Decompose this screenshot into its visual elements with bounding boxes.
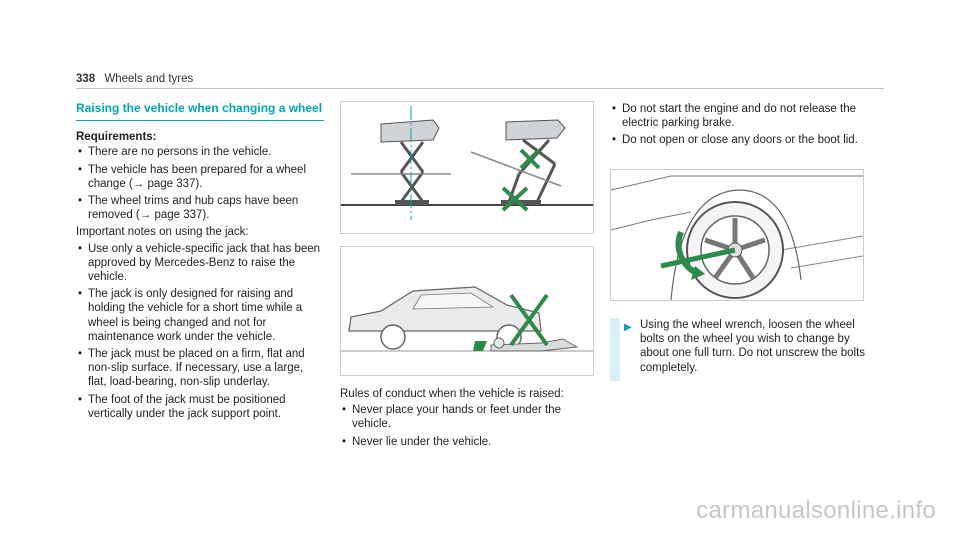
precautions-list: Do not start the engine and do not relea… [610,102,870,148]
page-number: 338 [76,73,96,85]
notes-intro: Important notes on using the jack: [76,226,249,239]
list-item: The jack is only designed for raising an… [76,287,324,344]
list-item: Do not start the engine and do not relea… [610,102,870,130]
wheel-diagram [610,175,864,301]
requirements-list: There are no persons in the vehicle. The… [76,145,324,222]
prohibited-icon [509,293,549,347]
figure-jack-alignment [340,101,594,234]
jack-diagram [341,106,593,220]
wrench-icon [660,247,736,269]
list-item: The wheel trims and hub caps have been r… [76,194,324,222]
section-title: Raising the vehicle when changing a whee… [76,101,324,122]
action-arrow-icon: ▶ [624,322,632,333]
car-diagram [341,286,593,352]
section-name: Wheels and tyres [104,73,194,85]
conduct-list: Never place your hands or feet under the… [340,403,600,449]
conduct-intro: Rules of conduct when the vehicle is rai… [340,388,564,400]
conduct-section: Rules of conduct when the vehicle is rai… [340,385,600,452]
action-step: ▶ Using the wheel wrench, loosen the whe… [610,318,878,381]
list-item: Use only a vehicle-specific jack that ha… [76,242,324,285]
column-right: Do not start the engine and do not relea… [610,101,870,151]
list-item: The jack must be placed on a firm, flat … [76,347,324,390]
list-item: Never place your hands or feet under the… [340,403,600,431]
watermark: carmanualsonline.info [696,497,936,524]
action-step-text: Using the wheel wrench, loosen the wheel… [640,319,866,374]
requirements-heading: Requirements: [76,131,157,144]
figure-loosen-wheel-bolts [610,169,864,301]
notes-list: Use only a vehicle-specific jack that ha… [76,242,324,421]
page-header: 338 Wheels and tyres [76,73,193,85]
list-item: Never lie under the vehicle. [340,435,600,449]
rotation-arrow-icon [691,266,705,280]
column-left: Raising the vehicle when changing a whee… [76,101,324,424]
wrong-mark-icon [501,148,541,212]
list-item: The vehicle has been prepared for a whee… [76,163,324,191]
list-item: Do not open or close any doors or the bo… [610,133,870,147]
list-item: There are no persons in the vehicle. [76,145,324,159]
figure-no-person-under-vehicle [340,246,594,376]
header-divider [76,88,884,89]
list-item: The foot of the jack must be positioned … [76,393,324,421]
